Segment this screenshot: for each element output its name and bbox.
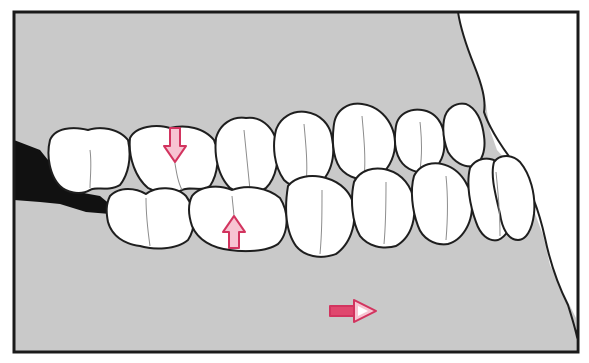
lower-premolar-2 — [352, 169, 414, 248]
upper-molar-1 — [48, 128, 129, 193]
lower-molar-1 — [107, 188, 194, 248]
